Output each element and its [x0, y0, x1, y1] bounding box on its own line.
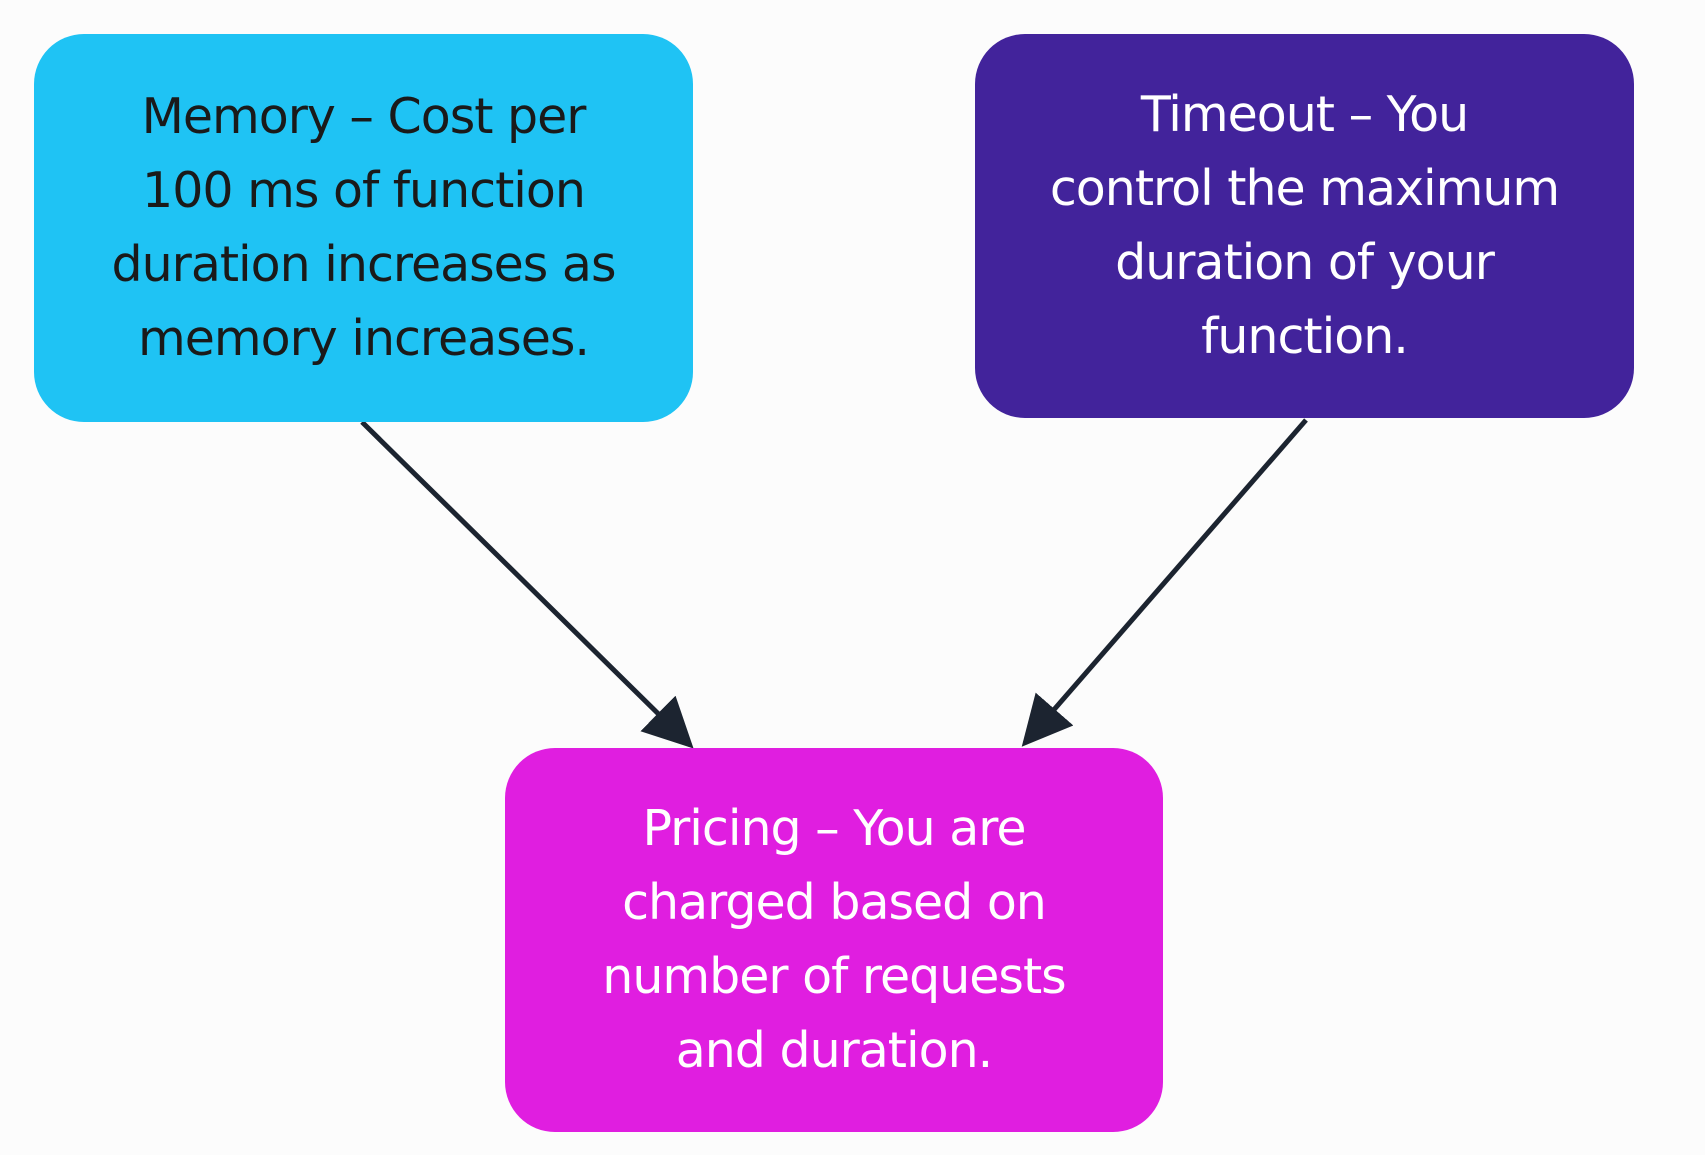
arrow-memory-to-pricing — [360, 420, 694, 749]
pricing-node: Pricing – You are charged based on numbe… — [505, 748, 1163, 1132]
memory-node-text: Memory – Cost per 100 ms of function dur… — [111, 88, 617, 367]
timeout-node: Timeout – You control the maximum durati… — [975, 34, 1634, 418]
arrow-timeout-to-pricing — [1021, 418, 1308, 747]
memory-node: Memory – Cost per 100 ms of function dur… — [34, 34, 693, 422]
pricing-node-text: Pricing – You are charged based on numbe… — [602, 800, 1066, 1079]
timeout-node-text: Timeout – You control the maximum durati… — [1049, 86, 1560, 365]
